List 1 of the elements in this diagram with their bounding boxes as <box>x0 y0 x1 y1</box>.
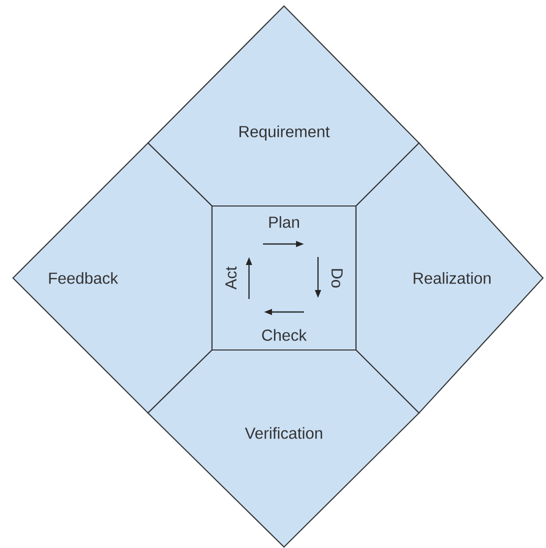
cycle-square: Plan Do Check Act <box>211 205 357 351</box>
